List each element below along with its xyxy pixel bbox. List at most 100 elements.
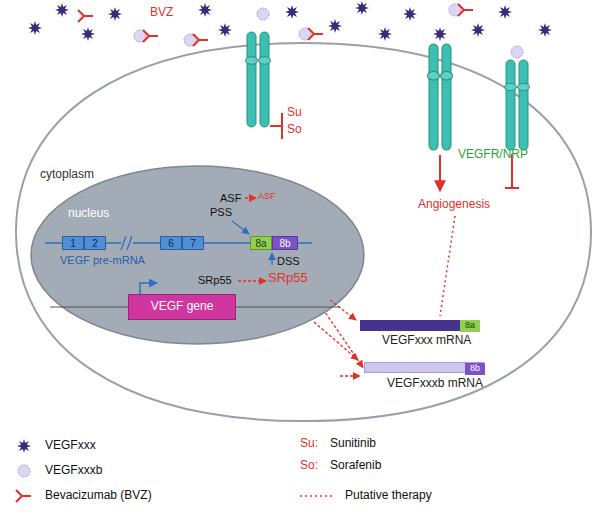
drawing-part <box>328 19 342 33</box>
export-arrow <box>330 300 356 320</box>
label: DSS <box>277 255 300 267</box>
label: So <box>287 123 302 136</box>
legend-star <box>17 439 31 453</box>
drawing-part <box>458 4 473 16</box>
node-text: 7 <box>190 238 196 249</box>
putative-therapy-line <box>440 216 455 316</box>
drawing-part <box>198 3 212 17</box>
splice-site-arrow <box>232 221 249 234</box>
drawing-part <box>471 23 485 37</box>
node-text: 8b <box>470 364 480 374</box>
node-text: VEGFxxxb mRNA <box>387 377 483 390</box>
exon-box: 2 <box>84 236 106 250</box>
drawing-part <box>308 28 323 40</box>
drawing-part <box>299 28 311 40</box>
node-text: 6 <box>168 238 174 249</box>
label: VEGF pre-mRNA <box>60 254 145 266</box>
drawing-part <box>218 23 232 37</box>
node-text: 8a <box>465 321 475 331</box>
legend-text: Putative therapy <box>345 489 432 502</box>
factor-arrow <box>245 197 256 198</box>
drawing-part <box>81 27 95 41</box>
label: So: <box>300 459 318 472</box>
node-text: 1 <box>70 238 76 249</box>
drawing-part <box>257 8 269 20</box>
bevacizumab <box>78 4 473 46</box>
exon-box: 8b <box>465 363 485 375</box>
splicing-arrow <box>326 313 363 368</box>
promoter-arrow <box>140 283 157 294</box>
drawing-part <box>184 34 196 46</box>
legend-text: Sunitinib <box>330 437 376 450</box>
export-arrow <box>340 375 360 376</box>
label: Su <box>287 106 302 119</box>
vegfr-receptors <box>246 32 530 150</box>
legend-antibody <box>16 490 31 502</box>
label: ASF <box>220 192 241 204</box>
legend-text: VEGFxxx <box>45 439 96 452</box>
drawing-part <box>511 46 523 58</box>
exon-box: 8a <box>250 236 272 250</box>
exon-box: 7 <box>182 236 204 250</box>
drawing-part <box>355 1 369 15</box>
mrna-bar: VEGFxxx mRNA8a <box>360 320 480 331</box>
factor-arrow <box>238 280 266 281</box>
node-text: 2 <box>92 238 98 249</box>
legend-text: Sorafenib <box>330 459 381 472</box>
node-text: 8b <box>279 238 290 249</box>
exon-box: 8a <box>460 320 480 332</box>
exon-box: 8b <box>272 236 298 250</box>
drawing-part <box>433 27 447 41</box>
drawing-part <box>143 30 158 42</box>
drawing-part <box>403 7 417 21</box>
label: VEGFR/NRP <box>458 148 528 161</box>
connectors <box>326 313 363 368</box>
mrna-bar: VEGFxxxb mRNA8b <box>364 362 484 373</box>
drawing-part <box>378 27 392 41</box>
legend-dotted-line <box>300 495 335 497</box>
label: Angiogenesis <box>418 198 490 211</box>
legend-circle <box>18 465 30 477</box>
vegfxxx-ligands <box>28 1 552 41</box>
node-text: VEGF gene <box>151 300 214 313</box>
label: SRp55 <box>198 274 232 286</box>
drawing-part <box>449 4 461 16</box>
legend-text: Bevacizumab (BVZ) <box>45 489 152 502</box>
label: PSS <box>210 206 232 218</box>
splice-site-arrow <box>271 253 272 265</box>
legend-text: VEGFxxxb <box>45 464 102 477</box>
inhibition-bar <box>505 154 519 188</box>
drawing-part <box>28 21 42 35</box>
inhibition-bar <box>270 113 282 139</box>
outline <box>16 43 591 421</box>
label: ASF <box>258 192 276 202</box>
vegfxxxb-ligands <box>134 4 523 58</box>
node-text: nucleus <box>68 207 109 220</box>
drawing-part <box>134 30 146 42</box>
break-mark <box>121 236 132 250</box>
drawing-part <box>78 10 93 22</box>
drawing-part <box>498 5 512 19</box>
exon-box: 1 <box>62 236 84 250</box>
node-text: VEGFxxx mRNA <box>382 334 471 347</box>
drawing-part <box>538 23 552 37</box>
export-arrow <box>314 322 358 360</box>
drawing-part <box>285 5 299 19</box>
node-text: cytoplasm <box>40 168 94 181</box>
dna-line <box>50 307 340 308</box>
outline <box>31 166 364 344</box>
drawing-part <box>428 44 453 150</box>
activation-arrow <box>439 155 441 191</box>
label: Su: <box>300 437 318 450</box>
gene-box: VEGF gene <box>128 294 236 320</box>
drawing-part <box>246 32 271 127</box>
node-text: 8a <box>255 238 266 249</box>
pre-mrna-line <box>45 242 312 244</box>
drawing-part <box>108 7 122 21</box>
label: SRp55 <box>268 271 308 285</box>
label: BVZ <box>150 6 173 19</box>
exon-box: 6 <box>160 236 182 250</box>
drawing-part <box>505 60 530 150</box>
drawing-part <box>193 34 208 46</box>
